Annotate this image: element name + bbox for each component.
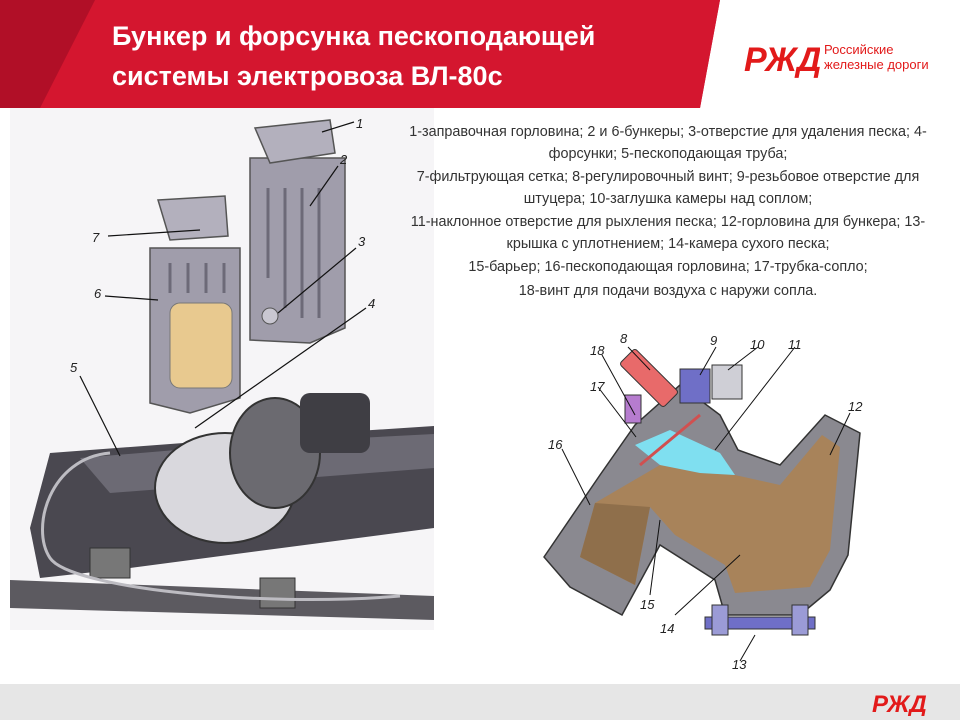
rzd-logo: РЖД Российские железные дороги [742,38,952,82]
callout-18: 18 [590,343,605,358]
air-chamber [635,430,735,475]
legend-line-1: 1-заправочная горловина; 2 и 6-бункеры; … [409,124,927,162]
hopper-6-window [169,302,233,389]
sand-outlet-3 [261,307,279,325]
sand-outlet-16 [580,503,650,585]
bogie-illustration: 1 2 3 4 5 6 7 [10,108,434,630]
nozzle-tube-17 [639,413,701,467]
rail [10,580,434,620]
callout-7: 7 [92,230,100,245]
left-callouts: 1 2 3 4 5 6 7 [70,116,375,375]
callout-14: 14 [660,621,674,636]
legend-line-2: 7-фильтрующая сетка; 8-регулировочный ви… [416,169,920,207]
title-line-2: системы электровоза ВЛ-80с [112,61,503,91]
sand-pipe [41,451,401,602]
callout-4: 4 [368,296,375,311]
logo-line-2: железные дороги [824,57,929,72]
hopper-2-ribs [266,188,321,318]
callout-1: 1 [356,116,363,131]
right-callouts: 8 9 10 11 12 13 14 15 16 17 18 [548,331,863,672]
callout-15: 15 [640,597,655,612]
legend-line-5: 18-винт для подачи воздуха с наружи сопл… [518,282,818,299]
header-background [0,0,720,108]
nozzle-cross-section: 8 9 10 11 12 13 14 15 16 17 18 [543,331,863,672]
legend-line-4: 15-барьер; 16-пескоподающая горловина; 1… [468,259,868,275]
motor-housing [300,393,370,453]
fitting-9 [679,368,711,404]
sealed-cover-13 [704,616,816,630]
legend-line-3: 11-наклонное отверстие для рыхления песк… [410,214,926,252]
cover-bolt-left [711,604,729,636]
rzd-logo-icon: РЖД [744,41,820,78]
footer-rzd-logo: РЖД [872,691,927,716]
callout-16: 16 [548,437,563,452]
air-screw-18 [624,394,642,424]
springs [89,547,296,609]
adjust-screw-8 [620,349,678,407]
logo-text: Российские железные дороги [824,42,929,72]
plug-10 [711,364,743,400]
sand-interior [580,435,840,593]
callout-2: 2 [339,152,348,167]
callout-12: 12 [848,399,863,414]
filler-neck-1 [253,119,336,164]
callout-9: 9 [710,333,717,348]
callout-10: 10 [750,337,765,352]
section-leader-lines [561,346,851,662]
callout-5: 5 [70,360,78,375]
callout-17: 17 [590,379,605,394]
callout-13: 13 [732,657,747,672]
callout-8: 8 [620,331,628,346]
hopper-6-ribs [168,263,226,293]
callout-11: 11 [788,337,802,352]
leader-lines [79,121,367,457]
svg-text:РЖД: РЖД [744,41,820,78]
svg-text:РЖД: РЖД [872,691,927,716]
filter-screen-7 [157,195,229,241]
footer-bar [0,684,960,720]
callout-6: 6 [94,286,102,301]
header: Бункер и форсунка пескоподающей системы … [0,0,960,108]
cover-bolt-right [791,604,809,636]
legend-text: 1-заправочная горловина; 2 и 6-бункеры; … [398,122,938,304]
title-line-1: Бункер и форсунка пескоподающей [112,21,596,51]
page-title: Бункер и форсунка пескоподающей системы … [112,16,712,96]
logo-line-1: Российские [824,42,894,57]
callout-3: 3 [358,234,366,249]
